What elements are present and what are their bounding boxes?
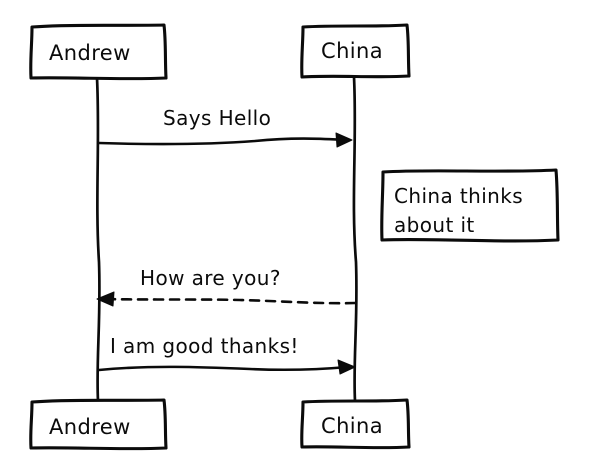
how-are-you-arrow-line — [104, 297, 357, 305]
participant-box-china-bottom[interactable]: China — [300, 398, 411, 450]
note-china-thinks[interactable]: China thinks about it — [380, 168, 560, 243]
china-bottom-box-outline — [300, 398, 411, 450]
note-box-fill — [382, 170, 558, 240]
i-am-good-thanks-arrow-line — [97, 365, 350, 372]
lifeline-china — [352, 75, 358, 403]
note-box-outline — [380, 168, 560, 243]
says-hello-label: Says Hello — [163, 106, 271, 130]
china-bottom-box-label: China — [321, 414, 383, 438]
china-top-box-fill — [302, 25, 409, 77]
china-top-box-label: China — [321, 39, 383, 63]
message-how-are-you[interactable]: How are you? — [96, 266, 357, 307]
andrew-bottom-box-fill — [31, 400, 166, 448]
andrew-bottom-box-label: Andrew — [49, 415, 131, 439]
andrew-top-box-outline — [29, 23, 168, 81]
how-are-you-arrow-head — [96, 291, 115, 307]
message-i-am-good-thanks[interactable]: I am good thanks! — [97, 334, 356, 375]
note-line-2: about it — [394, 213, 475, 237]
note-line-1: China thinks — [394, 184, 523, 208]
lifeline-andrew — [95, 76, 101, 403]
message-says-hello[interactable]: Says Hello — [97, 106, 353, 148]
says-hello-arrow-head — [335, 132, 353, 148]
andrew-top-box-fill — [31, 25, 166, 78]
i-am-good-thanks-label: I am good thanks! — [110, 334, 299, 358]
china-bottom-box-fill — [302, 400, 409, 447]
china-top-box-outline — [300, 23, 411, 79]
participant-box-china-top[interactable]: China — [300, 23, 411, 79]
participant-box-andrew-bottom[interactable]: Andrew — [29, 398, 168, 451]
participant-box-andrew-top[interactable]: Andrew — [29, 23, 168, 81]
andrew-bottom-box-outline — [29, 398, 168, 451]
how-are-you-label: How are you? — [140, 266, 281, 290]
i-am-good-thanks-arrow-head — [337, 359, 356, 375]
says-hello-arrow-line — [97, 137, 349, 146]
andrew-top-box-label: Andrew — [49, 41, 131, 65]
